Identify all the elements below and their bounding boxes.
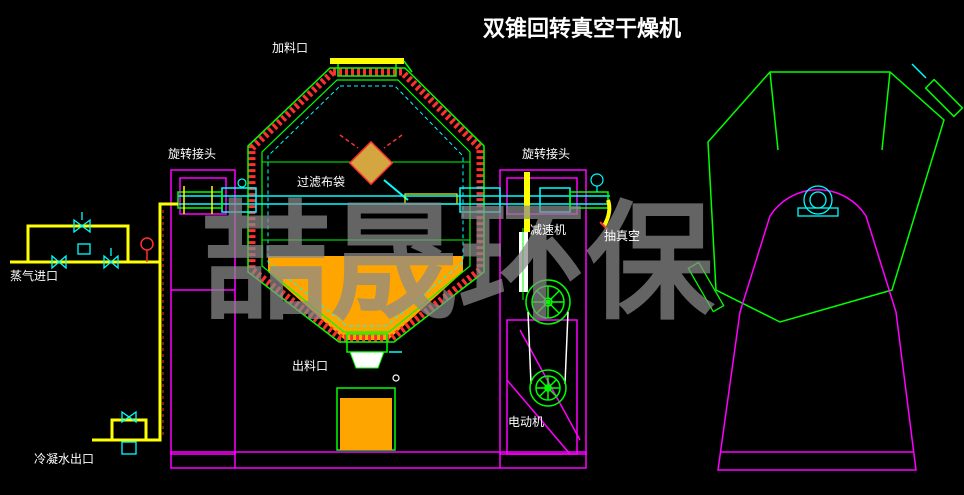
condensate-valve [121, 410, 137, 455]
steam-valves [51, 212, 119, 270]
label-motor: 电动机 [508, 415, 544, 429]
label-feed-inlet: 加料口 [272, 41, 308, 55]
vacuum-hose [599, 199, 612, 231]
filter-bag [339, 134, 458, 205]
receiving-container [336, 387, 396, 451]
motor-pulley [529, 369, 567, 407]
label-reducer: 减速机 [530, 223, 566, 237]
pressure-gauge [140, 237, 154, 262]
discharge-outlet [346, 333, 402, 382]
watermark-text: 喆晟环保 [202, 189, 716, 338]
label-rotary-joint-left: 旋转接头 [168, 146, 216, 161]
label-discharge: 出料口 [292, 359, 328, 373]
diagram-title: 双锥回转真空干燥机 [483, 16, 681, 42]
label-vacuum: 抽真空 [604, 229, 640, 243]
feed-inlet-nozzle [330, 58, 413, 77]
product-fill [268, 256, 463, 340]
steam-inlet-piping [10, 202, 178, 264]
side-view-handle [687, 261, 725, 313]
reducer-pulley [525, 279, 571, 325]
left-rotary-joint [177, 178, 247, 214]
condensate-piping [92, 204, 162, 442]
side-view-support [717, 189, 917, 471]
side-view-vessel [707, 63, 964, 323]
side-view-bearing [797, 185, 839, 217]
label-filter-bag: 过滤布袋 [297, 175, 345, 189]
label-condensate-outlet: 冷凝水出口 [34, 451, 94, 466]
reducer-gear [519, 172, 530, 300]
base-rail [170, 451, 587, 469]
label-steam-inlet: 蒸气进口 [10, 268, 58, 283]
drive-belt [527, 311, 569, 385]
label-rotary-joint-right: 旋转接头 [522, 146, 570, 161]
